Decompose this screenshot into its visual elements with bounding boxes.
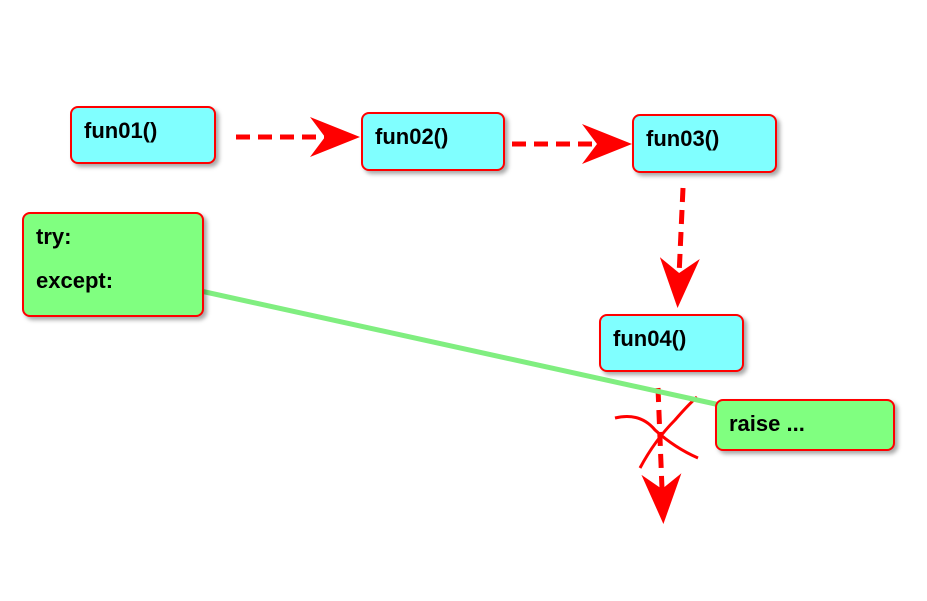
node-fun03: fun03()	[632, 114, 777, 173]
node-fun04: fun04()	[599, 314, 744, 372]
node-try-except: try: except:	[22, 212, 204, 317]
try-label: try:	[36, 224, 72, 249]
node-raise: raise ...	[715, 399, 895, 451]
node-fun02: fun02()	[361, 112, 505, 171]
cross-out-mark	[614, 395, 699, 469]
except-label: except:	[36, 268, 114, 293]
exception-arrow	[129, 256, 721, 408]
arrow-fun03-fun04	[659, 187, 700, 308]
arrow-fun04-blocked	[641, 387, 682, 524]
node-fun01: fun01()	[70, 106, 216, 164]
